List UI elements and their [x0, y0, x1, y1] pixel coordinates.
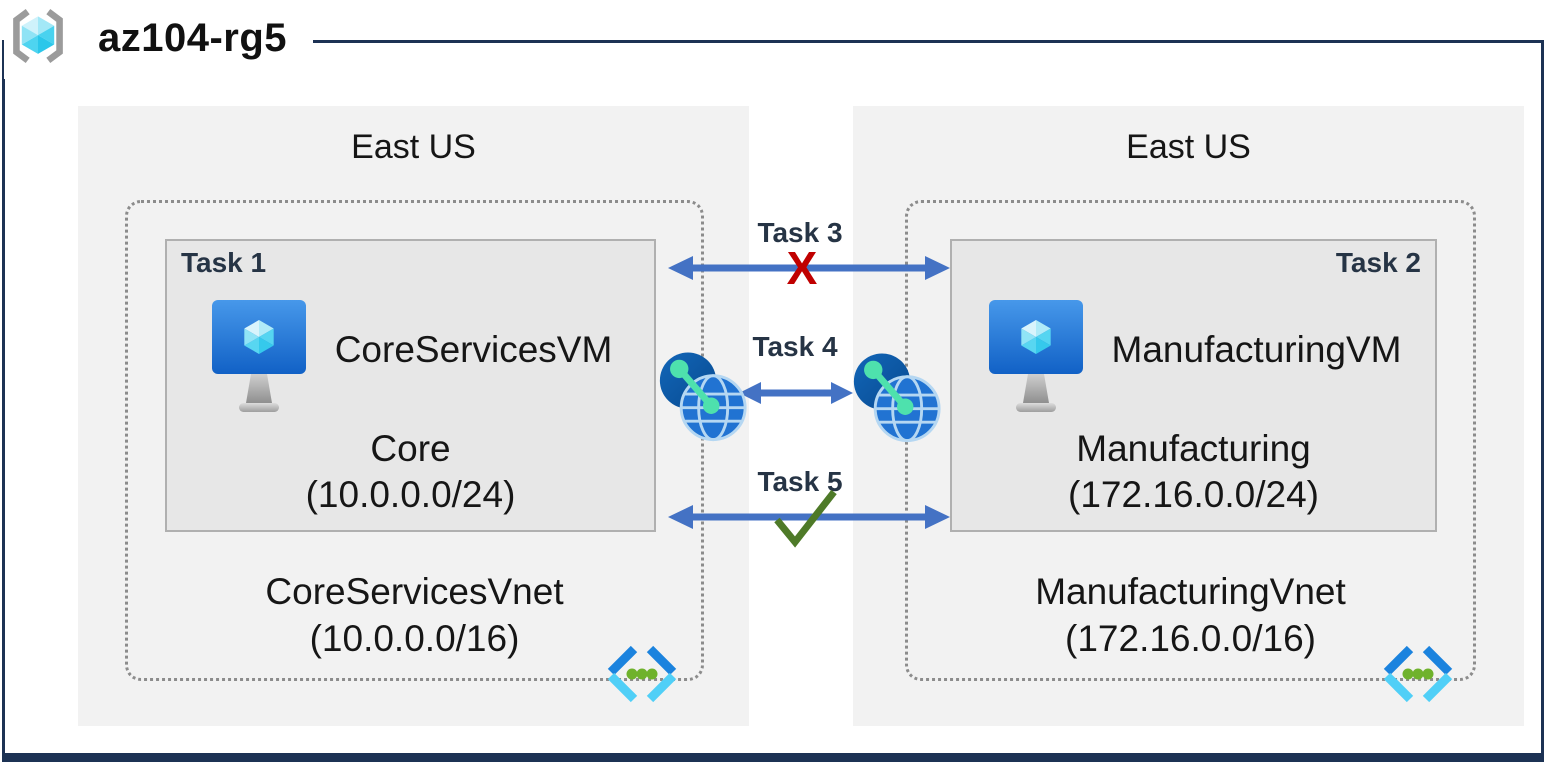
check-mark-icon: [772, 489, 840, 556]
vnet-label: ManufacturingVnet (172.16.0.0/16): [908, 568, 1473, 662]
vnet-cidr: (10.0.0.0/16): [309, 618, 520, 659]
subnet-box-core: Task 1 CoreServicesVM Core (10.0.0.0/24): [165, 239, 656, 532]
vnet-name: ManufacturingVnet: [1035, 571, 1346, 612]
task4-arrow: [739, 382, 853, 404]
vm-icon: [209, 297, 309, 428]
task-label: Task 1: [181, 247, 267, 278]
cross-mark: X: [786, 242, 818, 294]
task5-arrow: [668, 505, 950, 529]
vnet-icon: [605, 645, 679, 708]
connection-task4-label: Task 4: [752, 331, 838, 362]
region-label: East US: [351, 128, 476, 166]
subnet-cidr: (10.0.0.0/24): [305, 474, 516, 515]
resource-group-icon: [8, 6, 68, 71]
subnet-name: Core: [370, 428, 451, 469]
vnet-icon: [1381, 645, 1455, 708]
subnet-name: Manufacturing: [1076, 428, 1311, 469]
vnet-box-coreservices: CoreServicesVnet (10.0.0.0/16): [125, 200, 704, 703]
vnet-cidr: (172.16.0.0/16): [1065, 618, 1316, 659]
vm-icon: [986, 297, 1086, 428]
vm-row: CoreServicesVM: [167, 297, 654, 428]
task-label: Task 2: [1335, 247, 1421, 278]
subnet-cidr: (172.16.0.0/24): [1068, 474, 1319, 515]
task3-arrow: [668, 256, 950, 280]
resource-group-title-block: az104-rg5: [4, 4, 314, 79]
vnet-name: CoreServicesVnet: [265, 571, 564, 612]
vm-name: ManufacturingVM: [1111, 328, 1402, 370]
vm-row: ManufacturingVM: [952, 297, 1435, 428]
network-peering-icon: [656, 350, 749, 449]
vnet-box-manufacturing: ManufacturingVnet (172.16.0.0/16): [905, 200, 1476, 703]
vnet-label: CoreServicesVnet (10.0.0.0/16): [128, 568, 701, 662]
vm-name: CoreServicesVM: [334, 328, 613, 370]
resource-group-name: az104-rg5: [98, 16, 288, 60]
subnet-box-manufacturing: Task 2 ManufacturingVM Manufacturing (17…: [950, 239, 1437, 532]
connection-task5-label: Task 5: [757, 466, 843, 497]
region-label: East US: [1126, 128, 1251, 166]
network-peering-icon: [850, 351, 943, 450]
connection-task3-label: Task 3: [757, 217, 843, 248]
